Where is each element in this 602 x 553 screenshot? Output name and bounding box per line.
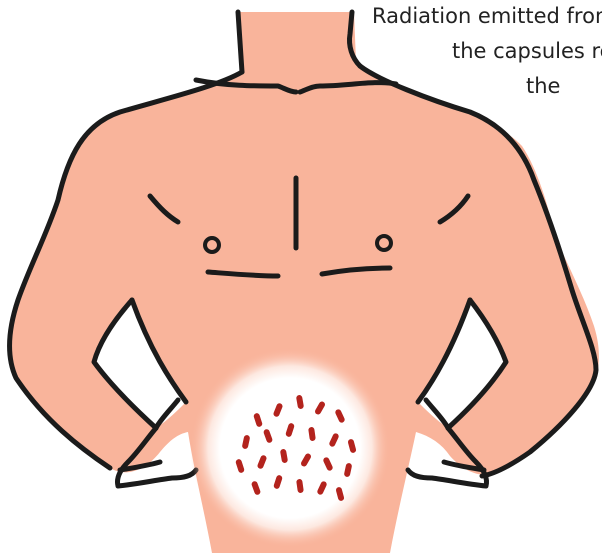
torso-illustration — [0, 0, 602, 553]
